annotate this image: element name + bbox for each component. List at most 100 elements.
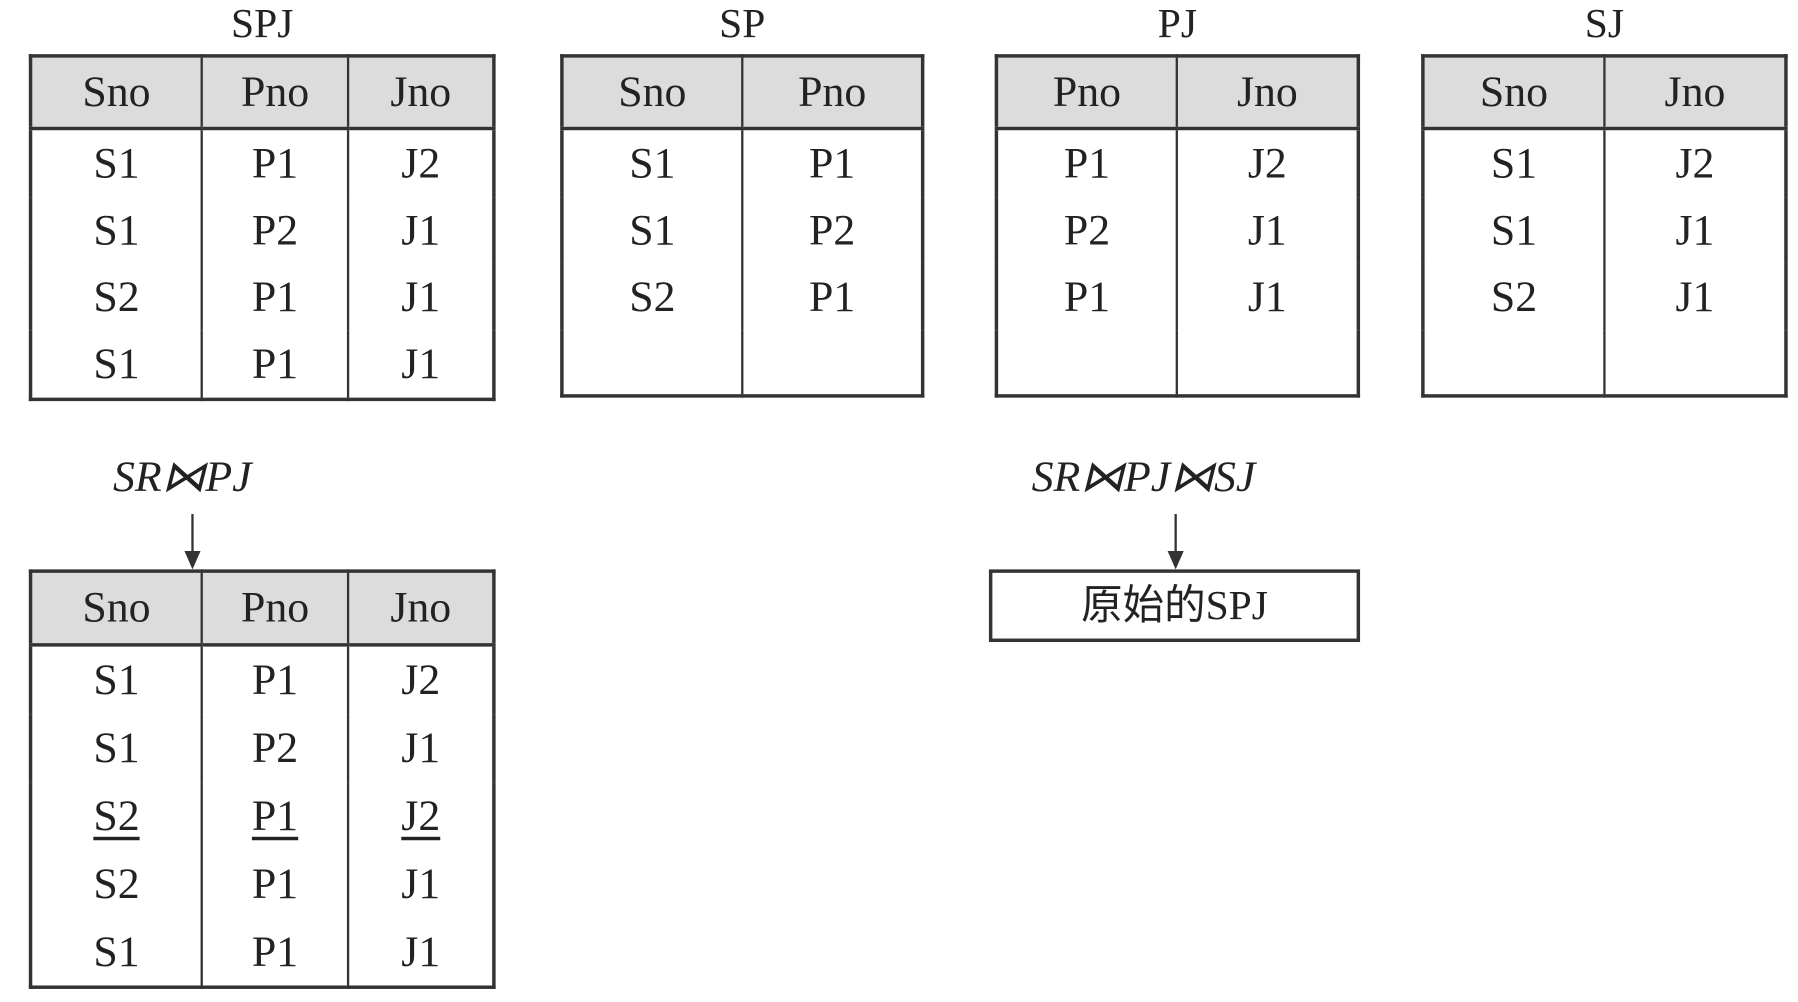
empty-cell bbox=[1175, 330, 1359, 396]
title-pj: PJ bbox=[1157, 0, 1197, 47]
cell-value: J1 bbox=[401, 206, 441, 255]
cell-value: P1 bbox=[251, 340, 299, 389]
column-header: Pno bbox=[200, 571, 349, 647]
table-cell: P1 bbox=[200, 782, 349, 850]
table-cell: J1 bbox=[1603, 197, 1786, 264]
cell-value: P1 bbox=[1063, 139, 1111, 188]
table-cell: J1 bbox=[347, 330, 494, 400]
empty-row bbox=[562, 330, 923, 396]
cell-value: J2 bbox=[401, 791, 441, 841]
table-cell: S2 bbox=[31, 782, 202, 850]
table-cell: S1 bbox=[562, 129, 742, 198]
table-cell: P2 bbox=[200, 714, 349, 783]
cell-value: P2 bbox=[251, 206, 299, 255]
table-cell: P1 bbox=[200, 917, 349, 988]
cell-value: S1 bbox=[93, 206, 140, 255]
cell-value: P2 bbox=[1063, 206, 1111, 255]
table-cell: P1 bbox=[200, 330, 349, 400]
result-box: 原始的SPJ bbox=[988, 569, 1361, 642]
cell-value: P1 bbox=[251, 791, 299, 841]
table-cell: P2 bbox=[996, 197, 1177, 264]
table-cell: S2 bbox=[31, 850, 202, 918]
table-cell: S1 bbox=[1423, 129, 1605, 198]
table-cell: P1 bbox=[996, 129, 1177, 198]
table-cell: P1 bbox=[200, 128, 349, 198]
empty-row bbox=[1423, 330, 1786, 396]
cell-value: J1 bbox=[401, 859, 441, 908]
empty-cell bbox=[996, 331, 1177, 396]
table-cell: P1 bbox=[741, 128, 923, 198]
table-cell: P1 bbox=[996, 264, 1177, 331]
empty-cell bbox=[1603, 330, 1786, 396]
table-cell: J2 bbox=[347, 644, 494, 715]
empty-cell bbox=[1423, 331, 1605, 396]
cell-value: J1 bbox=[401, 273, 441, 322]
cell-value: J2 bbox=[401, 656, 441, 705]
join-expression-right: SR⋈PJ⋈SJ bbox=[1031, 452, 1256, 502]
table-cell: S1 bbox=[31, 645, 202, 715]
table-row: S2 P1 bbox=[562, 263, 923, 331]
empty-cell bbox=[741, 330, 923, 396]
arrow-down-icon bbox=[1167, 514, 1184, 570]
join-expression-left: SR⋈PJ bbox=[112, 452, 252, 502]
table-cell: S1 bbox=[31, 714, 202, 782]
table-cell: J1 bbox=[347, 917, 494, 988]
column-header: Sno bbox=[30, 571, 202, 647]
table-cell: J1 bbox=[347, 714, 494, 783]
table-cell: J1 bbox=[1175, 263, 1359, 331]
table-row: S1 P1 bbox=[562, 128, 923, 198]
title-sj: SJ bbox=[1584, 0, 1625, 47]
cell-value: J2 bbox=[1247, 139, 1287, 188]
table-row: S2 P1 J2 bbox=[31, 782, 494, 850]
empty-cell bbox=[562, 331, 742, 396]
title-spj: SPJ bbox=[231, 0, 294, 47]
cell-value: P1 bbox=[251, 273, 299, 322]
cell-value: P2 bbox=[809, 206, 856, 255]
column-header: Pno bbox=[200, 55, 349, 131]
column-header: Sno bbox=[30, 55, 202, 131]
table-cell: J1 bbox=[1603, 263, 1786, 331]
cell-value: S1 bbox=[93, 656, 140, 705]
column-header: Sno bbox=[561, 55, 743, 131]
cell-value: S1 bbox=[93, 139, 140, 188]
table-cell: S2 bbox=[562, 264, 742, 331]
table-cell: P1 bbox=[741, 263, 923, 331]
cell-value: S2 bbox=[93, 791, 140, 841]
cell-value: P1 bbox=[251, 656, 299, 705]
cell-value: S2 bbox=[93, 273, 140, 322]
column-header: Jno bbox=[347, 55, 494, 131]
cell-value: S1 bbox=[1490, 139, 1538, 188]
cell-value: S1 bbox=[93, 723, 140, 773]
table-cell: P1 bbox=[200, 644, 349, 715]
column-header: Pno bbox=[741, 55, 923, 131]
table-cell: J2 bbox=[347, 782, 494, 850]
table-row: P1 J2 bbox=[996, 128, 1359, 198]
empty-row bbox=[996, 330, 1359, 396]
table-cell: S1 bbox=[1423, 197, 1605, 264]
cell-value: P1 bbox=[809, 139, 856, 188]
table-cell: S1 bbox=[31, 918, 202, 988]
cell-value: J1 bbox=[1247, 206, 1287, 255]
table-row: S1 P1 J1 bbox=[31, 330, 494, 400]
cell-value: P1 bbox=[809, 273, 856, 322]
table-cell: P2 bbox=[741, 197, 923, 264]
cell-value: J1 bbox=[401, 927, 441, 976]
table-cell: S2 bbox=[1423, 264, 1605, 331]
table-cell: S1 bbox=[562, 197, 742, 264]
table-row: P2 J1 bbox=[996, 197, 1359, 264]
table-cell: S1 bbox=[31, 331, 202, 400]
table-row: S1 P1 J2 bbox=[31, 644, 494, 715]
